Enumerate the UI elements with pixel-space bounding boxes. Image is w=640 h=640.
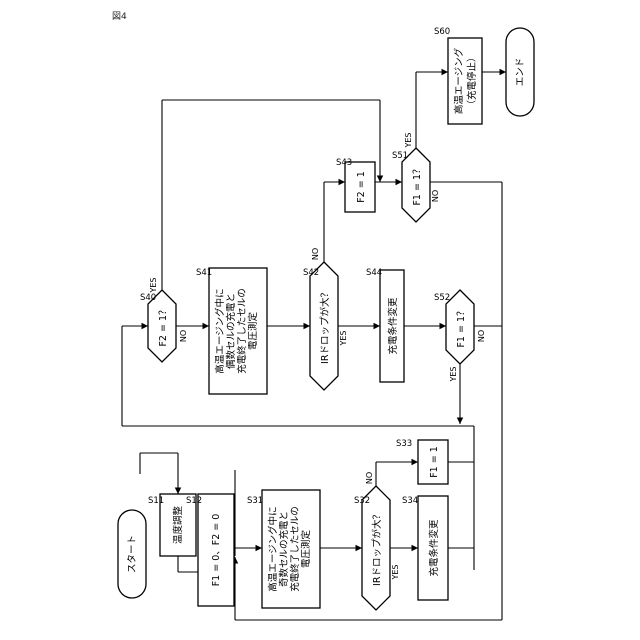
- s52-no-label: NO: [477, 330, 486, 342]
- s31-id: S31: [247, 496, 263, 506]
- s52-id: S52: [434, 293, 450, 303]
- s51-id: S51: [392, 151, 408, 161]
- s51-label: F1 = 1？: [412, 164, 423, 205]
- s32-label: IRドロップが大？: [371, 510, 383, 586]
- s51-yes-label: YES: [404, 132, 413, 148]
- end-label: エンド: [515, 58, 526, 87]
- s42-no-label: NO: [311, 248, 320, 260]
- s40-label: F2 = 1？: [158, 305, 169, 346]
- s60-line-2: （充電停止）: [466, 52, 478, 109]
- s40-id: S40: [140, 293, 156, 303]
- start-label: スタート: [127, 535, 138, 573]
- s33-label: F1 = 1: [429, 446, 440, 478]
- s42-id: S42: [303, 268, 319, 278]
- s43-label: F2 = 1: [356, 171, 367, 203]
- s31-line-4: 電圧測定: [300, 530, 312, 569]
- s60-line-1: 高温エージング: [453, 47, 465, 114]
- s31-line-1: 高温エージング中に: [267, 506, 279, 591]
- s34-id: S34: [402, 496, 418, 506]
- s31-line-2: 奇数セルの充電と: [278, 511, 290, 587]
- s42-yes-label: YES: [339, 330, 348, 346]
- s52-label: F1 = 1？: [456, 306, 467, 347]
- s32-yes-label: YES: [391, 564, 400, 580]
- s41-id: S41: [196, 268, 212, 278]
- s51-no-label: NO: [431, 190, 440, 202]
- s42-label: IRドロップが大？: [319, 288, 331, 364]
- s32-no-label: NO: [365, 472, 374, 484]
- s60-id: S60: [434, 27, 450, 37]
- s34-label: 充電条件変更: [428, 519, 440, 577]
- s33-id: S33: [396, 439, 412, 449]
- s12-label: F1 = 0、F2 = 0: [211, 514, 222, 587]
- s40-yes-label: YES: [149, 277, 158, 293]
- s41-line-3: 充電終了したセルの: [236, 288, 248, 374]
- s44-id: S44: [366, 268, 382, 278]
- s32-id: S32: [354, 496, 370, 506]
- s44-label: 充電条件変更: [387, 297, 399, 355]
- s52-yes-label: YES: [449, 366, 458, 382]
- s11-id: S11: [148, 496, 164, 506]
- s31-line-3: 充電終了したセルの: [289, 506, 301, 592]
- s43-id: S43: [336, 158, 352, 168]
- s41-line-1: 高温エージング中に: [214, 288, 226, 373]
- s40-no-label: NO: [179, 330, 188, 342]
- s11-label: 温度調整: [172, 506, 184, 545]
- s12-id: S12: [186, 496, 202, 506]
- s41-line-4: 電圧測定: [247, 312, 259, 351]
- s41-line-2: 偶数セルの充電と: [225, 293, 237, 369]
